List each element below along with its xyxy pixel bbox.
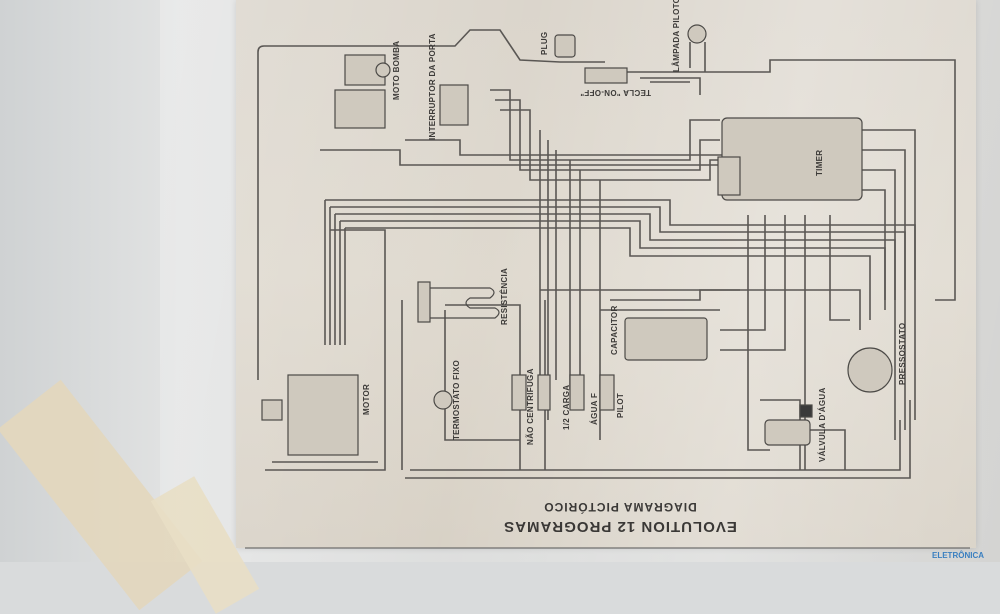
heater-terminal [417, 281, 431, 323]
wiring-diagram [245, 24, 970, 549]
door-switch-body [439, 84, 469, 126]
pilot-lamp-label: LÂMPADA PILOTO [672, 0, 681, 72]
water-valve-body [764, 419, 811, 446]
water-label: ÁGUA F [590, 392, 599, 425]
plug-body [554, 34, 576, 58]
wire-top-right [620, 59, 956, 301]
door-switch-label: INTERRUPTOR DA PORTA [428, 33, 437, 140]
thermostat-body [433, 390, 453, 410]
capacitor-label: CAPACITOR [610, 305, 619, 355]
thermostat-label: TERMOSTATO FIXO [452, 359, 461, 440]
wire-lamp [689, 42, 706, 72]
timer-label: TIMER [815, 149, 824, 176]
motor-body [287, 374, 359, 456]
water-valve-label: VÁLVULA D'ÁGUA [818, 387, 827, 462]
no-spin-label: NÃO CENTRIFUGA [526, 368, 535, 445]
motor-label: MOTOR [362, 383, 371, 415]
diagram-title: EVOLUTION 12 PROGRAMAS [503, 518, 737, 535]
pilot-lamp [687, 24, 707, 44]
timer-block [721, 117, 863, 201]
pump-motor-label: MOTO BOMBA [392, 40, 401, 100]
plug-label: PLUG [540, 31, 549, 55]
pressure-switch-label: PRESSOSTATO [898, 322, 907, 385]
on-off-key [584, 67, 628, 84]
pressure-switch-body [847, 347, 893, 393]
watermark: ELETRÔNICA [932, 551, 984, 560]
heater-label: RESISTÊNCIA [500, 267, 509, 325]
wire-top-left [257, 29, 605, 380]
wire-bundle-motor [324, 200, 346, 345]
half-load-label: 1/2 CARGA [562, 384, 571, 430]
diagram-subtitle: DIAGRAMA PICTÓRICO [543, 500, 697, 514]
capacitor-body [624, 317, 708, 361]
on-off-key-label: TECLA "ON-OFF" [580, 88, 652, 97]
pilot-label: PILOT [616, 392, 625, 418]
